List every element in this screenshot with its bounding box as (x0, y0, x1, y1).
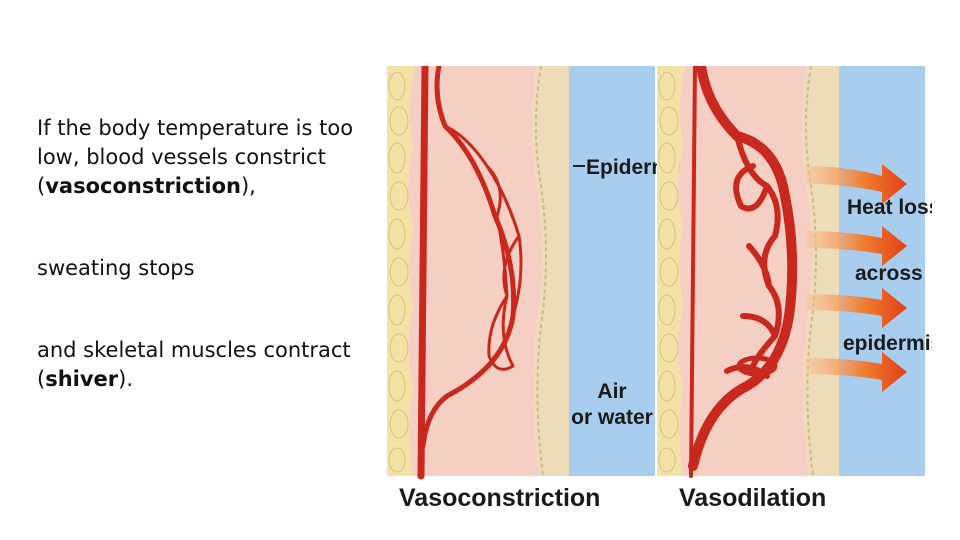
p1-text-end: ), (240, 174, 256, 198)
label-across: across (855, 262, 923, 285)
heat-loss-arrows (805, 164, 907, 392)
term-vasoconstriction: vasoconstriction (45, 174, 241, 198)
epidermis-layer (532, 66, 569, 476)
constricted-vessels (417, 62, 523, 480)
label-heat-loss: Heat loss (847, 196, 932, 219)
caption-vasodilation: Vasodilation (679, 484, 826, 512)
label-epidermis-right: epidermis (843, 332, 932, 355)
caption-vasoconstriction: Vasoconstriction (399, 484, 600, 512)
p3-text-end: ). (118, 367, 134, 391)
paragraph-shiver: and skeletal muscles contract (shiver). (37, 336, 377, 394)
figure-svg: Epidermis Air or water Vasoconstriction (387, 61, 942, 512)
p1-text: If the body temperature is too low, bloo… (37, 116, 354, 198)
p3-text: and skeletal muscles contract ( (37, 338, 351, 391)
dilated-vessels (688, 61, 798, 478)
thermoregulation-figure: Epidermis Air or water Vasoconstriction (387, 61, 942, 518)
panel-vasoconstriction: Epidermis Air or water Vasoconstriction (387, 62, 688, 512)
fat-cells (388, 71, 409, 473)
label-or-water: or water (571, 406, 653, 429)
fat-layer (387, 66, 415, 476)
term-shiver: shiver (45, 367, 119, 391)
paragraph-vasoconstriction: If the body temperature is too low, bloo… (37, 114, 377, 201)
fat-layer-right (657, 66, 685, 476)
air-layer-right (839, 66, 925, 476)
panel-vasodilation: Heat loss across epidermis Vasodilation (657, 61, 942, 512)
label-air: Air (597, 380, 626, 403)
fat-cells-right (658, 71, 679, 473)
paragraph-sweating: sweating stops (37, 256, 195, 280)
dermis-layer (408, 66, 542, 476)
air-layer (569, 66, 655, 476)
